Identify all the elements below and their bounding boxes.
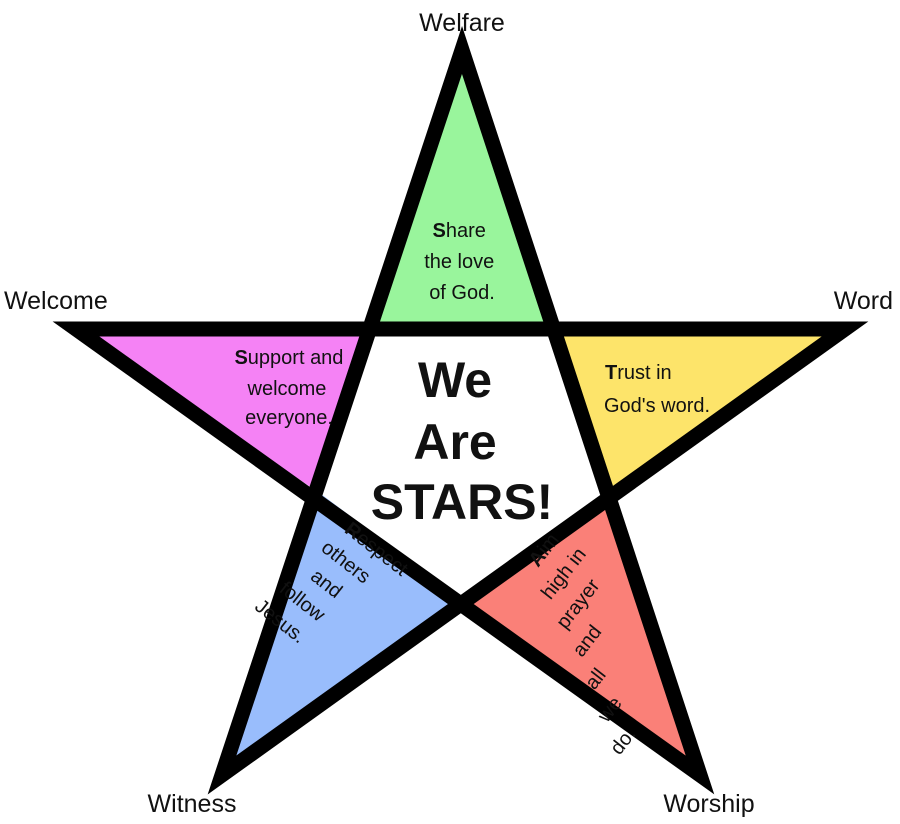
center-line-2: Are bbox=[413, 414, 496, 470]
left-line-1: Support and bbox=[234, 347, 343, 369]
center-pentagon bbox=[321, 329, 605, 600]
star-outline bbox=[52, 26, 869, 795]
label-witness: Witness bbox=[148, 790, 237, 818]
left-line-3: everyone. bbox=[245, 407, 333, 429]
top-line-1: Share bbox=[433, 220, 486, 242]
point-left bbox=[76, 329, 374, 494]
top-point-text: Share the love of God. bbox=[424, 220, 500, 304]
point-right bbox=[547, 329, 845, 494]
right-point-text: Trust in God's word. bbox=[604, 362, 710, 417]
label-welcome: Welcome bbox=[4, 287, 108, 315]
right-line-1: Trust in bbox=[605, 362, 672, 384]
top-line-2: the love bbox=[424, 251, 494, 273]
center-title: We Are STARS! bbox=[371, 352, 553, 530]
label-word: Word bbox=[834, 287, 893, 315]
label-worship: Worship bbox=[663, 790, 754, 818]
left-point-text: Support and welcome everyone. bbox=[234, 347, 349, 429]
right-line-2: God's word. bbox=[604, 395, 710, 417]
point-top bbox=[374, 50, 547, 329]
top-line-3: of God. bbox=[429, 282, 495, 304]
center-line-1: We bbox=[418, 352, 492, 408]
label-welfare: Welfare bbox=[419, 9, 505, 37]
left-line-2: welcome bbox=[247, 378, 327, 400]
center-line-3: STARS! bbox=[371, 474, 553, 530]
